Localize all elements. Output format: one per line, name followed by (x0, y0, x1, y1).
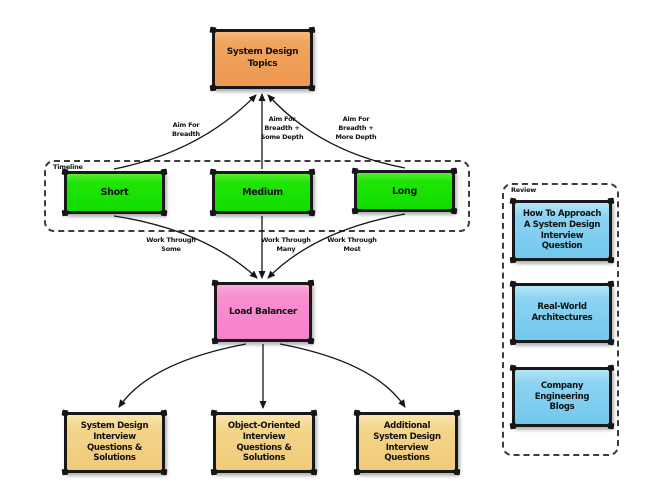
corner-nub (160, 468, 168, 476)
edge-label-aim-for-breadth-more-depth: Aim For Breadth + More Depth (335, 115, 377, 142)
corner-nub (453, 409, 461, 417)
node-long: Long (351, 167, 458, 215)
node-label: How To Approach A System Design Intervie… (522, 209, 602, 252)
corner-nub (61, 468, 69, 476)
edge-load-balancer-to-additional-questions (279, 343, 406, 408)
corner-nub (160, 209, 168, 217)
corner-nub (61, 168, 69, 176)
corner-nub (509, 280, 517, 288)
corner-nub (210, 468, 218, 476)
node-label: Company Engineering Blogs (534, 380, 590, 413)
edge-label-work-through-many: Work Through Many (261, 236, 311, 254)
node-object-oriented-interview-questions: Object-Oriented Interview Questions & So… (210, 409, 318, 476)
corner-nub (209, 26, 217, 34)
corner-nub (211, 337, 219, 345)
corner-nub (310, 468, 318, 476)
corner-nub (209, 168, 217, 176)
corner-nub (450, 207, 458, 215)
edge-label-work-through-most: Work Through Most (327, 236, 377, 254)
corner-nub (351, 167, 359, 175)
timeline-group-label: Timeline (53, 163, 83, 171)
corner-nub (308, 26, 316, 34)
node-real-world-architectures: Real-World Architectures (509, 280, 615, 346)
corner-nub (310, 409, 318, 417)
corner-nub (607, 280, 615, 288)
corner-nub (351, 207, 359, 215)
node-label: Load Balancer (228, 307, 298, 317)
node-company-engineering-blogs: Company Engineering Blogs (509, 364, 615, 430)
corner-nub (307, 337, 315, 345)
corner-nub (61, 209, 69, 217)
corner-nub (209, 84, 217, 92)
corner-nub (308, 168, 316, 176)
review-group-label: Review (511, 186, 537, 194)
corner-nub (509, 422, 517, 430)
corner-nub (211, 279, 219, 287)
corner-nub (453, 468, 461, 476)
node-system-design-interview-questions: System Design Interview Questions & Solu… (61, 409, 168, 476)
review-group: Review (502, 183, 619, 456)
corner-nub (607, 364, 615, 372)
corner-nub (209, 209, 217, 217)
edge-label-aim-for-breadth-some-depth: Aim For Breadth + Some Depth (260, 115, 304, 142)
node-load-balancer: Load Balancer (211, 279, 315, 345)
corner-nub (308, 84, 316, 92)
corner-nub (61, 409, 69, 417)
node-label: Medium (242, 187, 283, 198)
corner-nub (308, 209, 316, 217)
node-short: Short (61, 168, 168, 217)
edge-load-balancer-to-sdi-questions (118, 343, 247, 408)
corner-nub (607, 338, 615, 346)
edge-label-aim-for-breadth: Aim For Breadth (172, 121, 200, 139)
node-how-to-approach: How To Approach A System Design Intervie… (509, 197, 615, 264)
corner-nub (210, 409, 218, 417)
corner-nub (607, 197, 615, 205)
node-medium: Medium (209, 168, 316, 217)
corner-nub (160, 409, 168, 417)
corner-nub (509, 364, 517, 372)
node-label: Short (100, 187, 129, 198)
corner-nub (509, 256, 517, 264)
node-system-design-topics: System Design Topics (209, 26, 316, 92)
node-label: System Design Topics (226, 47, 299, 69)
node-label: Real-World Architectures (531, 302, 593, 323)
corner-nub (307, 279, 315, 287)
corner-nub (509, 338, 517, 346)
corner-nub (353, 468, 361, 476)
corner-nub (607, 256, 615, 264)
node-label: Additional System Design Interview Quest… (373, 421, 441, 464)
corner-nub (160, 168, 168, 176)
corner-nub (353, 409, 361, 417)
corner-nub (607, 422, 615, 430)
node-label: Long (392, 185, 417, 197)
node-label: Object-Oriented Interview Questions & So… (227, 421, 301, 464)
node-label: System Design Interview Questions & Solu… (80, 421, 149, 464)
edge-label-work-through-some: Work Through Some (146, 236, 196, 254)
corner-nub (450, 167, 458, 175)
corner-nub (509, 197, 517, 205)
node-additional-system-design-questions: Additional System Design Interview Quest… (353, 409, 461, 476)
